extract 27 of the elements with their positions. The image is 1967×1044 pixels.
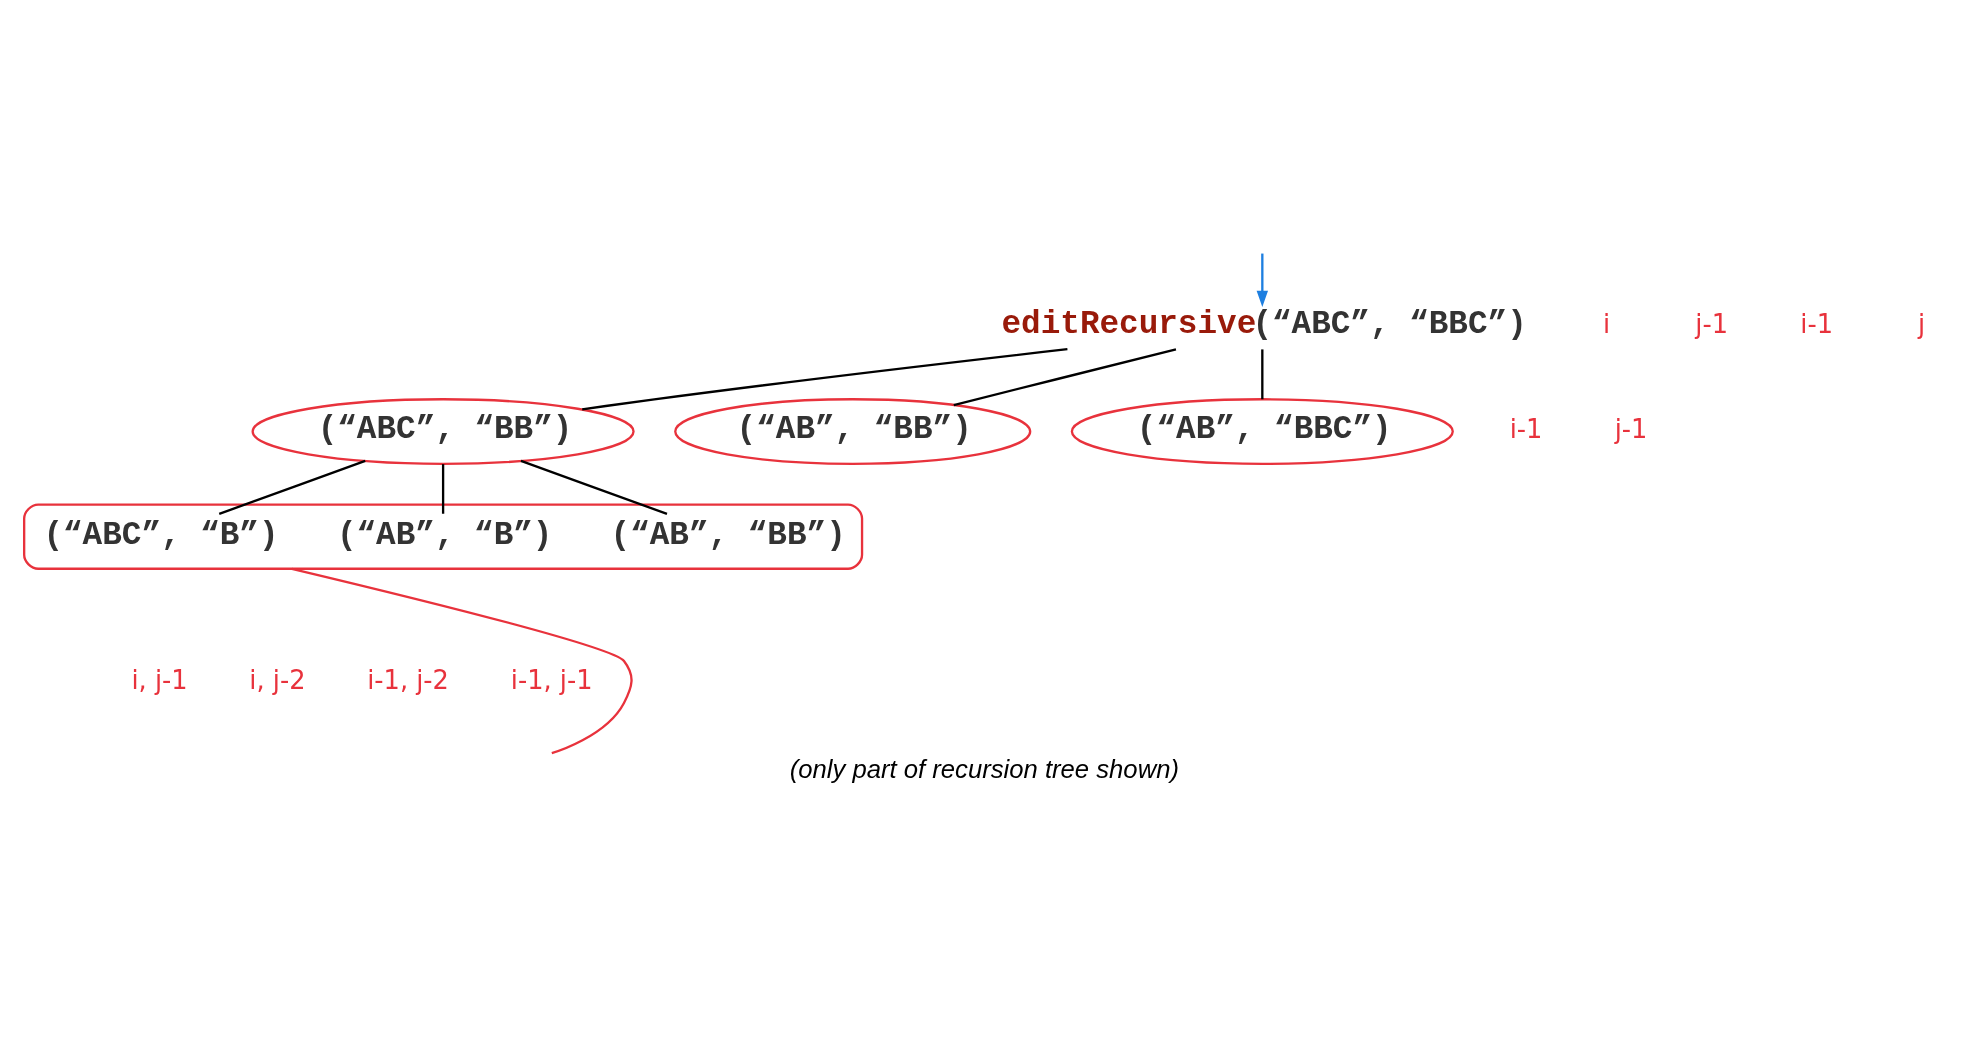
cluster xyxy=(22,503,863,570)
connector xyxy=(218,459,366,515)
connector xyxy=(291,567,633,755)
node-ellipse: (“ABC”, “BB”) xyxy=(251,398,635,465)
label: i-1, j-1 xyxy=(510,664,592,695)
connector xyxy=(520,459,667,515)
connector xyxy=(441,464,444,514)
connector xyxy=(953,348,1176,407)
label: i-1 xyxy=(1799,308,1833,339)
label: i, j-1 xyxy=(130,664,188,695)
label: i-1 xyxy=(1509,414,1542,445)
connector xyxy=(581,348,1068,411)
connector xyxy=(1260,349,1263,400)
node-text: editRecursive(“ABC”, “BBC”) xyxy=(1001,306,1527,344)
label: i xyxy=(1602,308,1610,339)
caption: (only part of recursion tree shown) xyxy=(789,755,1179,784)
node-text: (“AB”, “B”) xyxy=(336,516,552,554)
node-ellipse: (“AB”, “BB”) xyxy=(673,398,1031,465)
node-text: (“ABC”, “B”) xyxy=(42,516,279,554)
label: i, j-2 xyxy=(248,664,305,695)
label: i-1, j-2 xyxy=(366,664,449,695)
label: j-1 xyxy=(1614,414,1647,445)
arrow xyxy=(1256,253,1268,308)
node-text: (“AB”, “BB”) xyxy=(610,516,846,554)
label: j xyxy=(1917,308,1925,339)
label: j-1 xyxy=(1694,308,1728,339)
node-ellipse: (“AB”, “BBC”) xyxy=(1070,398,1454,465)
